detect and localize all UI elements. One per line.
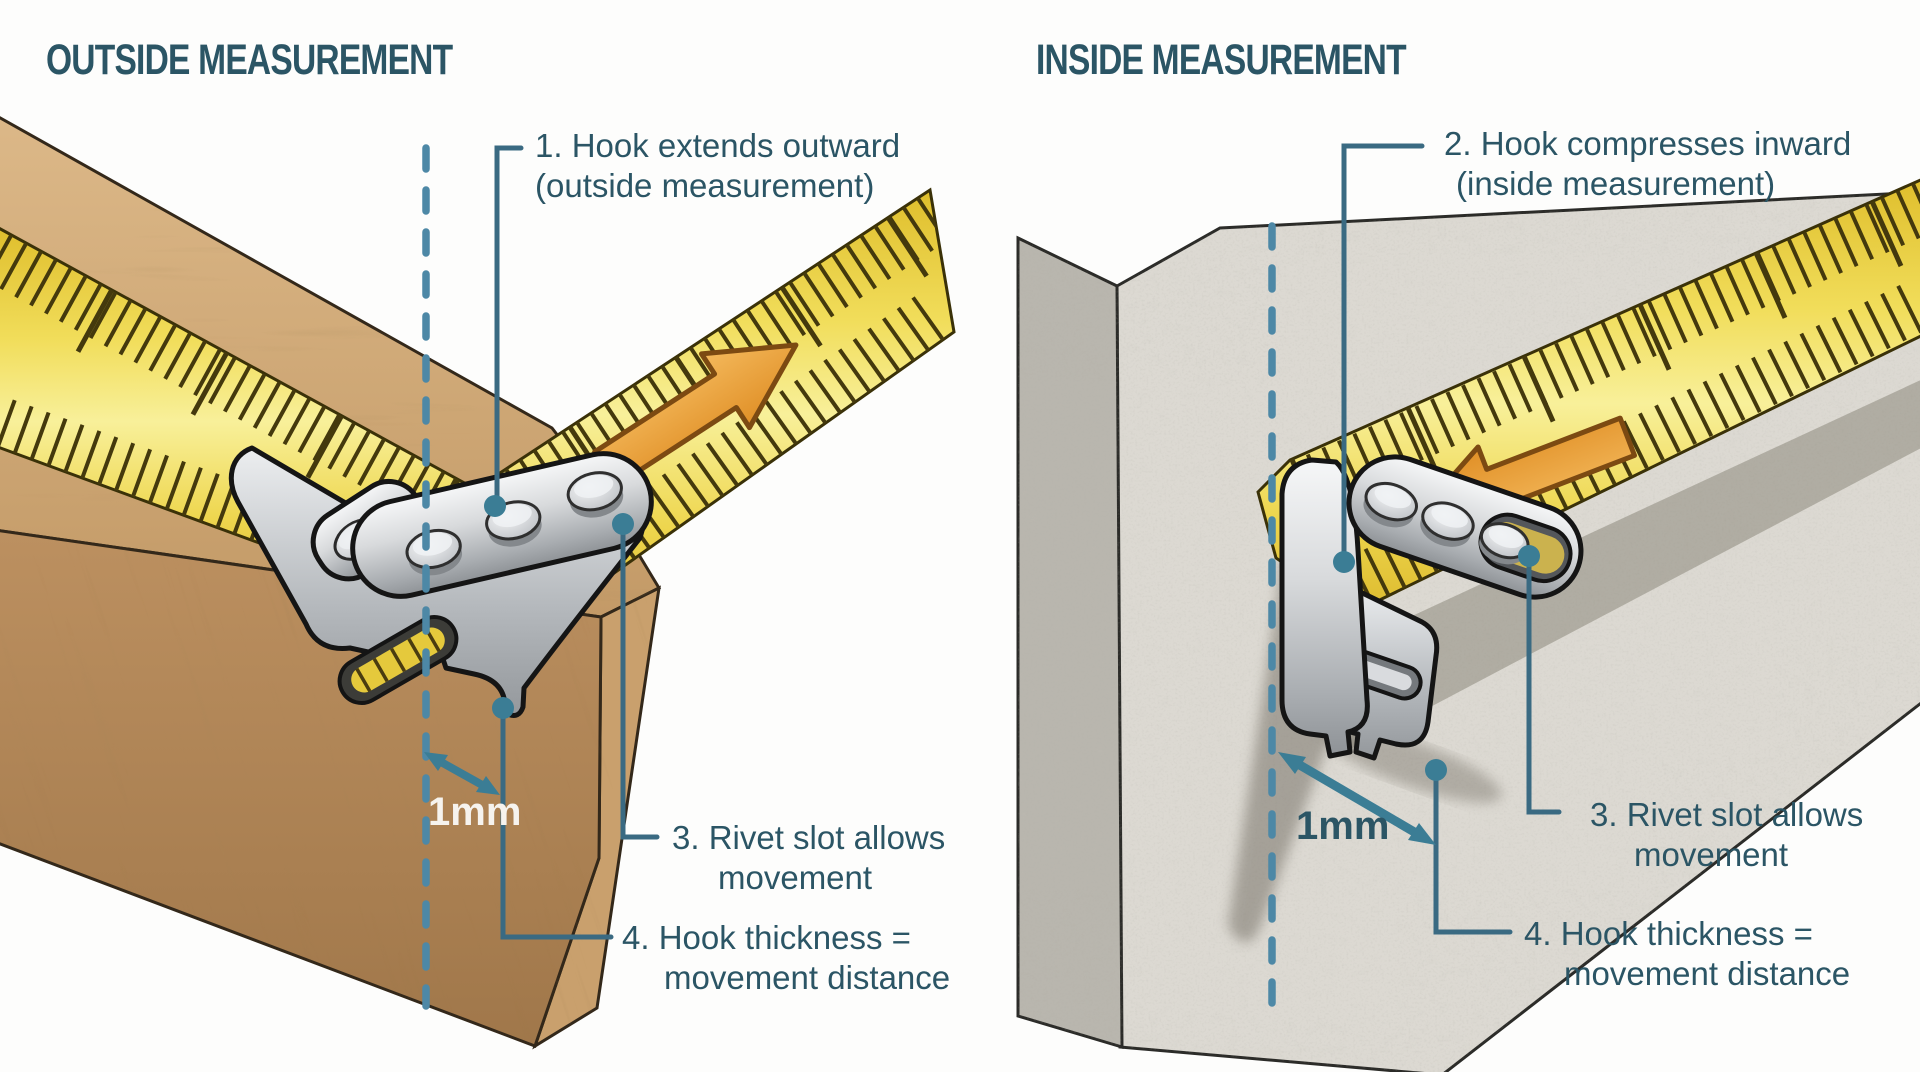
callout-rivet-slot-left: 3. Rivet slot allows movement [672,818,945,898]
callout-line1: 3. Rivet slot allows [1590,796,1864,833]
callout-line1: 4. Hook thickness = [1524,915,1813,952]
callout-line-rivet-slot [620,521,660,840]
dimension-arrow-1mm [424,752,500,795]
tape-shadow [1300,380,1920,752]
outside-measurement-illustration [0,115,956,1050]
dimension-label-1mm-right: 1mm [1296,804,1390,848]
callout-line1: 1. Hook extends outward [535,127,901,164]
panel-title-outside: OUTSIDE MEASUREMENT [46,36,453,84]
callout-hook-compresses: 2. Hook compresses inward (inside measur… [1444,124,1851,204]
callout-line-hook-compresses [1341,143,1425,555]
panel-title-inside: INSIDE MEASUREMENT [1036,36,1407,84]
callout-line2: movement distance [664,959,951,996]
callout-line2: movement [718,859,873,896]
callout-lines [494,145,660,940]
callout-line-hook-thickness [1433,769,1513,935]
hook-top-plate [350,451,654,599]
callout-dot [492,697,514,719]
rivet [405,528,463,576]
callout-hook-extends: 1. Hook extends outward (outside measure… [535,126,900,206]
callout-line1: 2. Hook compresses inward [1444,125,1852,162]
callout-line-rivet-slot [1526,557,1562,815]
callout-hook-thickness-left: 4. Hook thickness = movement distance [622,918,950,998]
callout-line1: 4. Hook thickness = [622,919,911,956]
callout-dot [484,495,506,517]
hook-slot [337,615,459,705]
rivet [1363,481,1418,528]
callout-line2: (outside measurement) [535,167,875,204]
callout-dot [612,513,634,535]
callout-line-hook-extends [494,145,524,499]
dimension-arrow-1mm [1278,752,1436,845]
tape-hook [228,445,654,718]
callout-dot [1425,759,1447,781]
dimension-label-1mm-left: 1mm [428,790,522,834]
callout-line-hook-thickness [500,705,614,940]
callout-dot [1518,545,1540,567]
inside-measurement-illustration [1016,143,1920,1072]
callout-dots [1333,545,1540,781]
callout-hook-thickness-right: 4. Hook thickness = movement distance [1524,914,1850,994]
callout-dot [1333,551,1355,573]
callout-line2: (inside measurement) [1456,165,1776,202]
rivet [566,471,624,518]
callout-rivet-slot-right: 3. Rivet slot allows movement [1590,795,1863,875]
callout-lines [1341,143,1562,935]
rivet [1420,501,1475,547]
callout-line1: 3. Rivet slot allows [672,819,946,856]
callout-dots [484,495,634,719]
callout-line2: movement [1634,836,1789,873]
callout-line2: movement distance [1564,955,1851,992]
